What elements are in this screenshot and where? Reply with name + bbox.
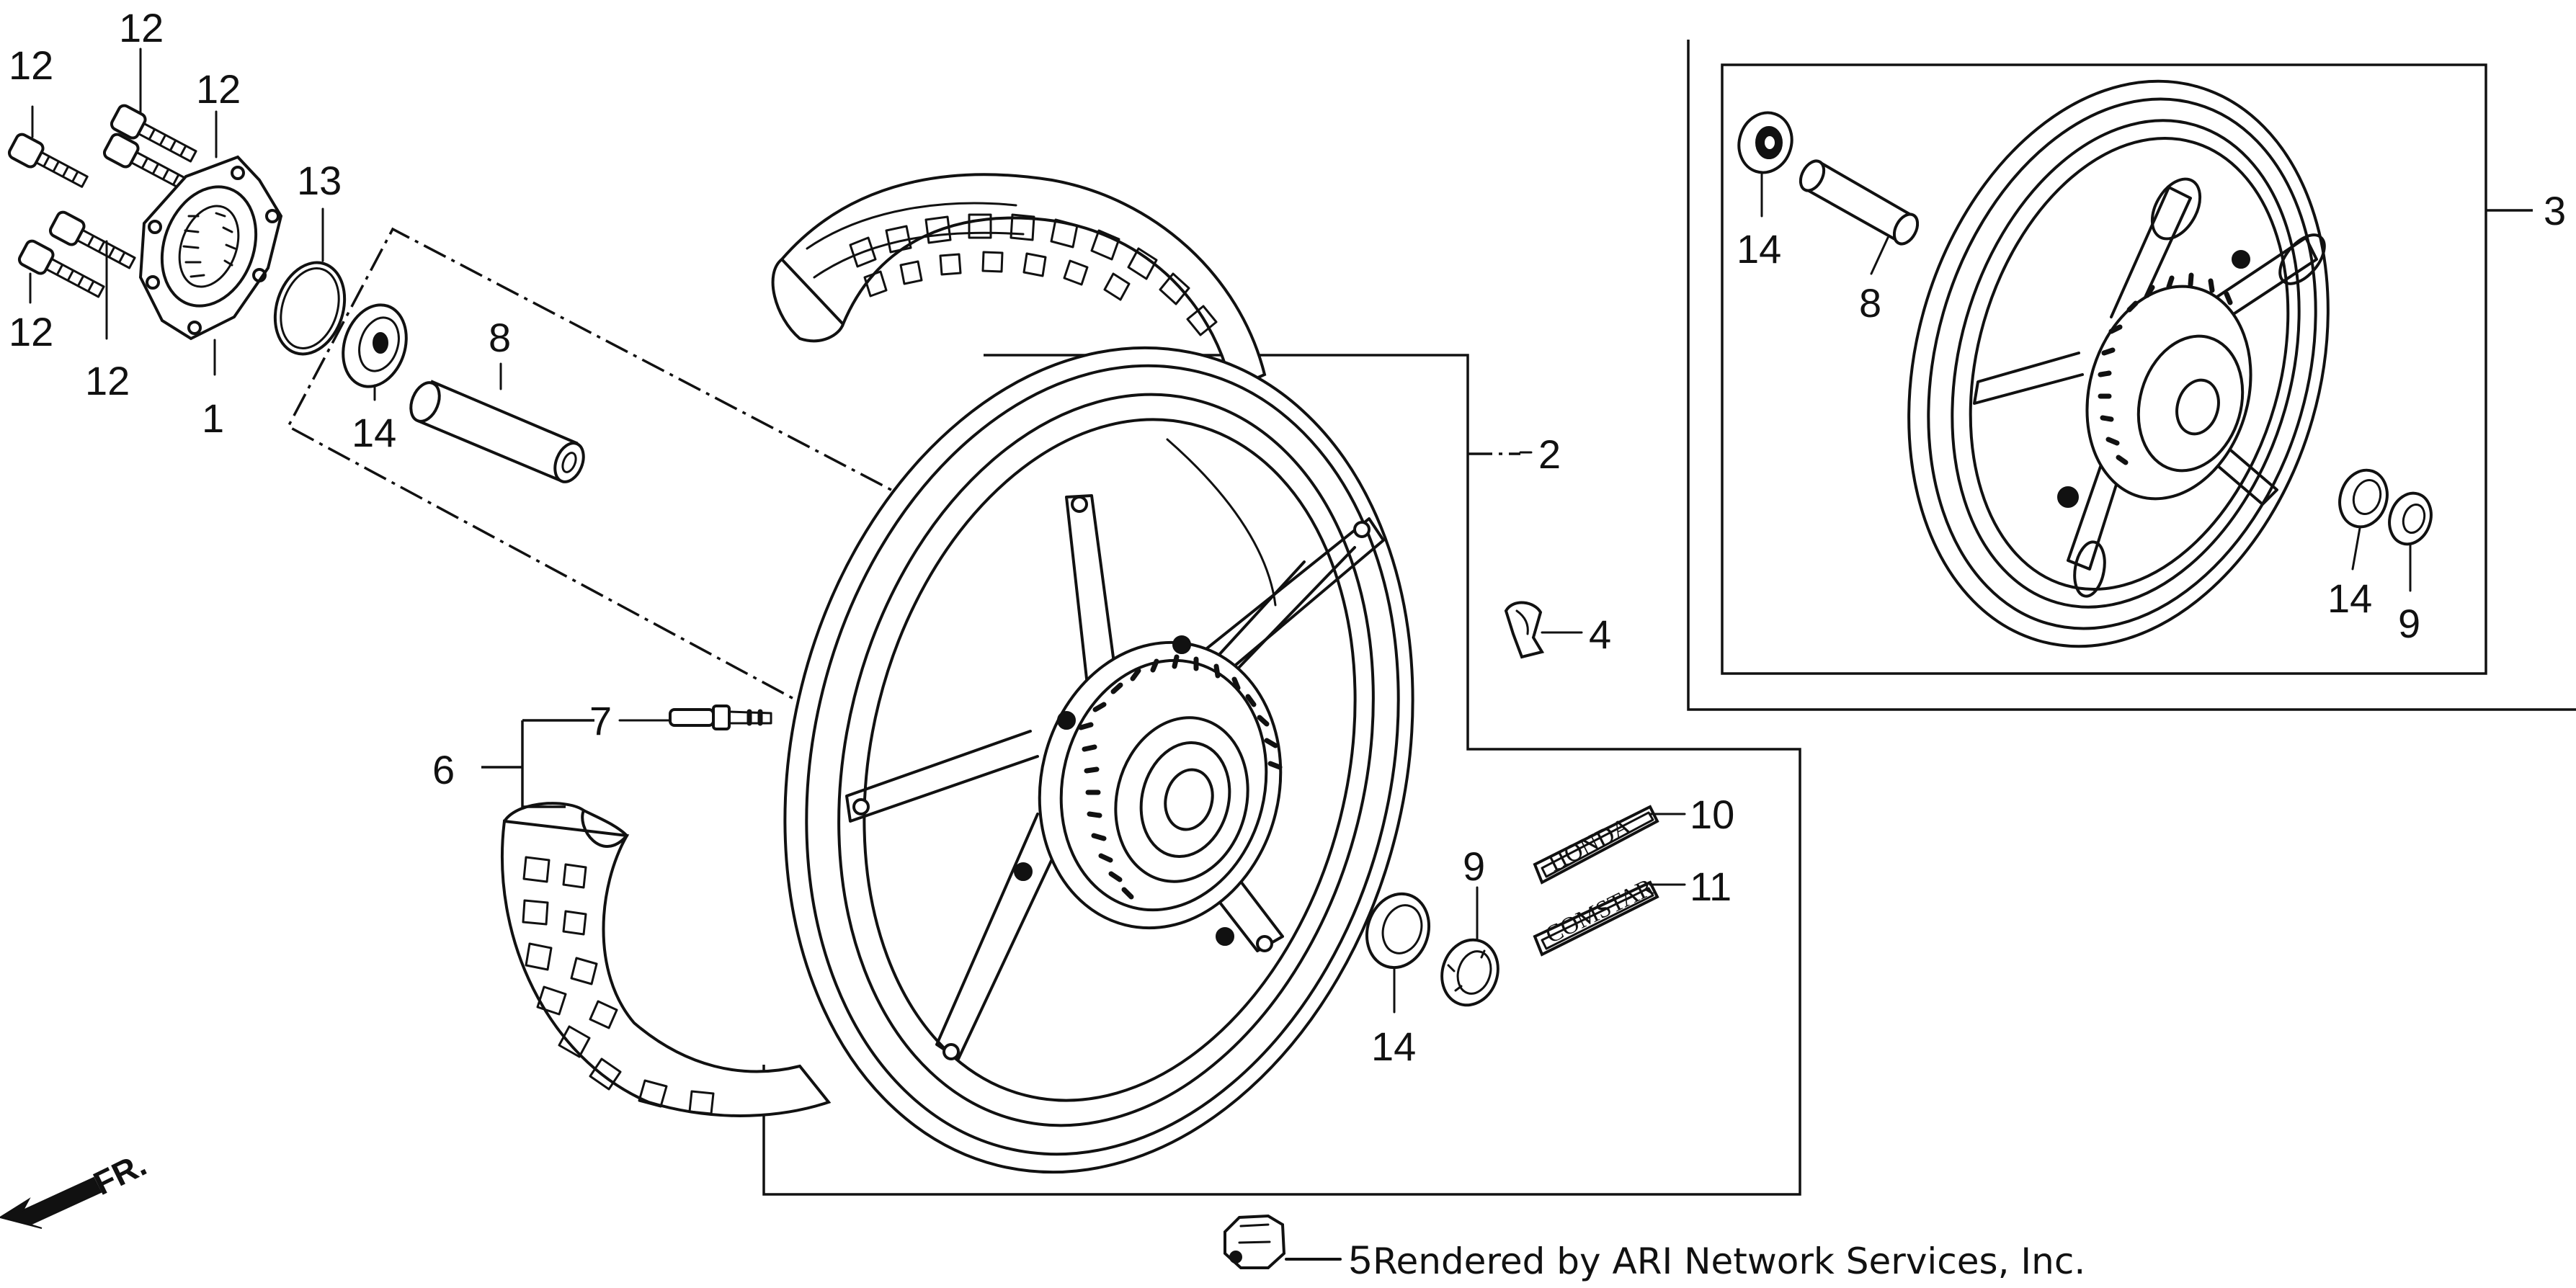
bolt-1	[7, 133, 89, 188]
callout-1: 1	[202, 395, 224, 441]
bolt-5	[48, 210, 136, 269]
callout-9-a: 9	[1463, 844, 1485, 889]
callout-12-e: 12	[85, 358, 130, 403]
leader-lines	[29, 48, 2412, 1014]
callout-9-b: 9	[2398, 601, 2420, 646]
bolt-set	[7, 104, 197, 298]
valve-clip	[1224, 1214, 1342, 1269]
drive-flange	[138, 155, 283, 341]
callout-2: 2	[1538, 431, 1561, 477]
callout-12-a: 12	[9, 43, 53, 88]
front-tire	[771, 173, 1267, 391]
callout-11: 11	[1690, 864, 1732, 909]
emblem-honda: HONDA	[1533, 805, 1659, 885]
axle-spacer-rear	[1799, 159, 1920, 246]
callout-14-c: 14	[1737, 226, 1781, 272]
callout-8-b: 8	[1859, 280, 1881, 326]
bearing-front-right	[1365, 892, 1431, 970]
callout-13: 13	[297, 158, 342, 203]
front-tire-lower	[501, 802, 832, 1117]
dust-seal-front	[1440, 938, 1499, 1007]
dust-seal-rear	[2388, 491, 2433, 546]
callout-7: 7	[589, 698, 612, 743]
bolt-4	[17, 239, 105, 298]
callout-5: 5	[1349, 1237, 1371, 1282]
callout-14-b: 14	[1371, 1024, 1416, 1069]
axle-spacer-front	[409, 380, 585, 483]
bearing-rear-top	[1737, 111, 1793, 174]
callout-6: 6	[432, 747, 455, 792]
front-direction-arrow: FR.	[0, 1145, 152, 1229]
emblem-comstar: COMSTAR	[1533, 874, 1659, 957]
rear-wheel	[1907, 79, 2330, 648]
callout-numbers: 12 12 12 12 12 1 13 14 8 2 4 7 6 10 11 9…	[9, 5, 2566, 1282]
bolt-3	[102, 133, 190, 192]
credit-text: Rendered by ARI Network Services, Inc.	[1373, 1240, 2085, 1282]
callout-12-b: 12	[119, 5, 164, 50]
assembly-outline-rear-wheel	[1687, 40, 2576, 711]
balance-weight	[1504, 601, 1545, 659]
callout-4: 4	[1589, 612, 1611, 657]
callout-12-c: 12	[196, 66, 241, 112]
assembly-outline-front-wheel	[286, 227, 1801, 1196]
callout-14-d: 14	[2327, 576, 2372, 621]
callout-8-a: 8	[489, 315, 511, 360]
callout-12-d: 12	[9, 309, 53, 354]
callout-14-a: 14	[352, 410, 396, 455]
bearing-front-left	[342, 303, 408, 388]
bolt-2	[110, 104, 197, 163]
bearing-rear-right	[2338, 468, 2389, 529]
emblem-comstar-text: COMSTAR	[1541, 874, 1658, 949]
callout-3: 3	[2544, 188, 2566, 233]
emblem-honda-text: HONDA	[1544, 813, 1636, 877]
o-ring	[273, 261, 347, 356]
callout-10: 10	[1690, 792, 1734, 837]
front-wheel	[783, 346, 1414, 1174]
tire-valve	[669, 705, 772, 730]
